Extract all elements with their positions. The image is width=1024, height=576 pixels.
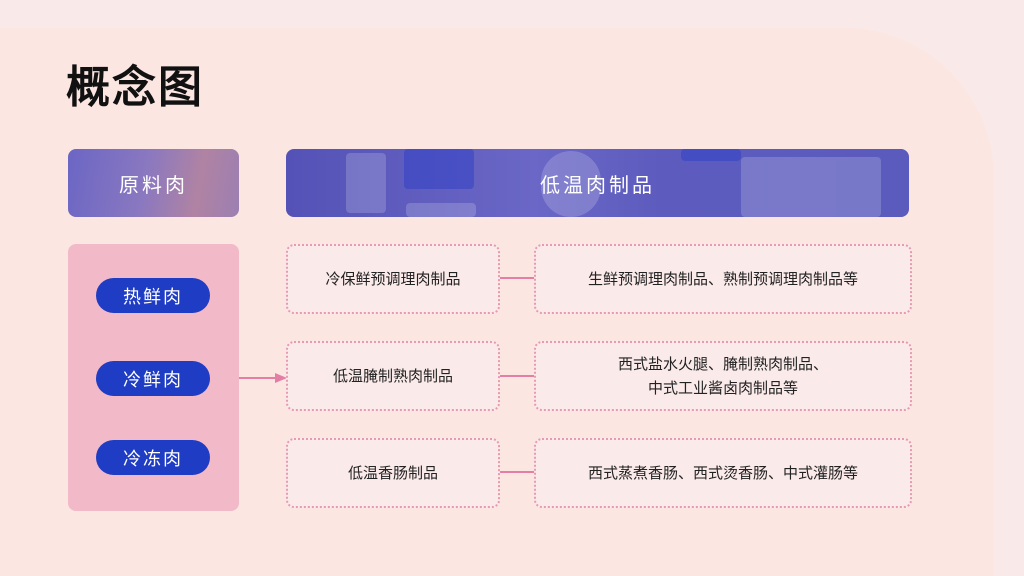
product-examples-box: 生鲜预调理肉制品、熟制预调理肉制品等 <box>534 244 912 314</box>
connector-line <box>500 277 534 279</box>
product-examples-line: 西式蒸煮香肠、西式烫香肠、中式灌肠等 <box>588 461 858 485</box>
product-category-label: 低温腌制熟肉制品 <box>333 364 453 388</box>
product-category-box: 低温香肠制品 <box>286 438 500 508</box>
header-photo-overlay <box>681 149 741 161</box>
flow-arrow-icon <box>239 370 287 386</box>
raw-meat-pill-hot-fresh: 热鲜肉 <box>96 278 210 313</box>
page-title: 概念图 <box>66 58 204 118</box>
header-photo-overlay <box>741 157 881 217</box>
product-examples-line: 中式工业酱卤肉制品等 <box>648 376 798 400</box>
header-photo-overlay <box>346 153 386 213</box>
product-examples-line: 生鲜预调理肉制品、熟制预调理肉制品等 <box>588 267 858 291</box>
product-category-box: 低温腌制熟肉制品 <box>286 341 500 411</box>
product-examples-box: 西式盐水火腿、腌制熟肉制品、 中式工业酱卤肉制品等 <box>534 341 912 411</box>
product-examples-box: 西式蒸煮香肠、西式烫香肠、中式灌肠等 <box>534 438 912 508</box>
low-temp-products-header: 低温肉制品 <box>286 149 909 217</box>
low-temp-products-header-label: 低温肉制品 <box>540 169 655 198</box>
connector-line <box>500 375 534 377</box>
raw-meat-pill-chilled: 冷鲜肉 <box>96 361 210 396</box>
header-photo-overlay <box>406 203 476 217</box>
connector-line <box>500 471 534 473</box>
product-category-box: 冷保鲜预调理肉制品 <box>286 244 500 314</box>
raw-meat-header-label: 原料肉 <box>119 169 188 198</box>
raw-meat-pill-frozen: 冷冻肉 <box>96 440 210 475</box>
product-category-label: 冷保鲜预调理肉制品 <box>325 267 460 291</box>
raw-meat-header: 原料肉 <box>68 149 239 217</box>
product-category-label: 低温香肠制品 <box>348 461 438 485</box>
product-examples-line: 西式盐水火腿、腌制熟肉制品、 <box>618 352 828 376</box>
header-photo-overlay <box>404 149 474 189</box>
